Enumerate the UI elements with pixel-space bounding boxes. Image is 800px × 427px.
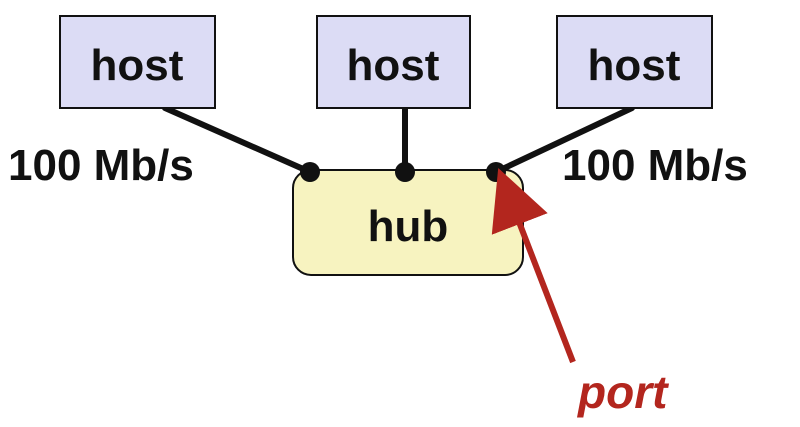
link-right [493, 105, 635, 175]
port-arrow [491, 168, 576, 364]
port-dot-right [486, 162, 506, 182]
link-left [162, 105, 313, 175]
hub-label: hub [368, 202, 449, 251]
host-box [59, 15, 216, 109]
host-box [556, 15, 713, 109]
host-label: host [347, 41, 440, 90]
host-node-left: host [59, 15, 216, 109]
port-annotation-label: port [576, 366, 669, 418]
host-label: host [91, 41, 184, 90]
host-label: host [588, 41, 681, 90]
host-node-middle: host [316, 15, 471, 109]
host-node-right: host [556, 15, 713, 109]
hub-node: hub [292, 169, 524, 276]
port-dot-middle [395, 162, 415, 182]
link-speed-right: 100 Mb/s [562, 141, 748, 190]
host-box [316, 15, 471, 109]
link-speed-left: 100 Mb/s [8, 141, 194, 190]
port-dot-left [300, 162, 320, 182]
